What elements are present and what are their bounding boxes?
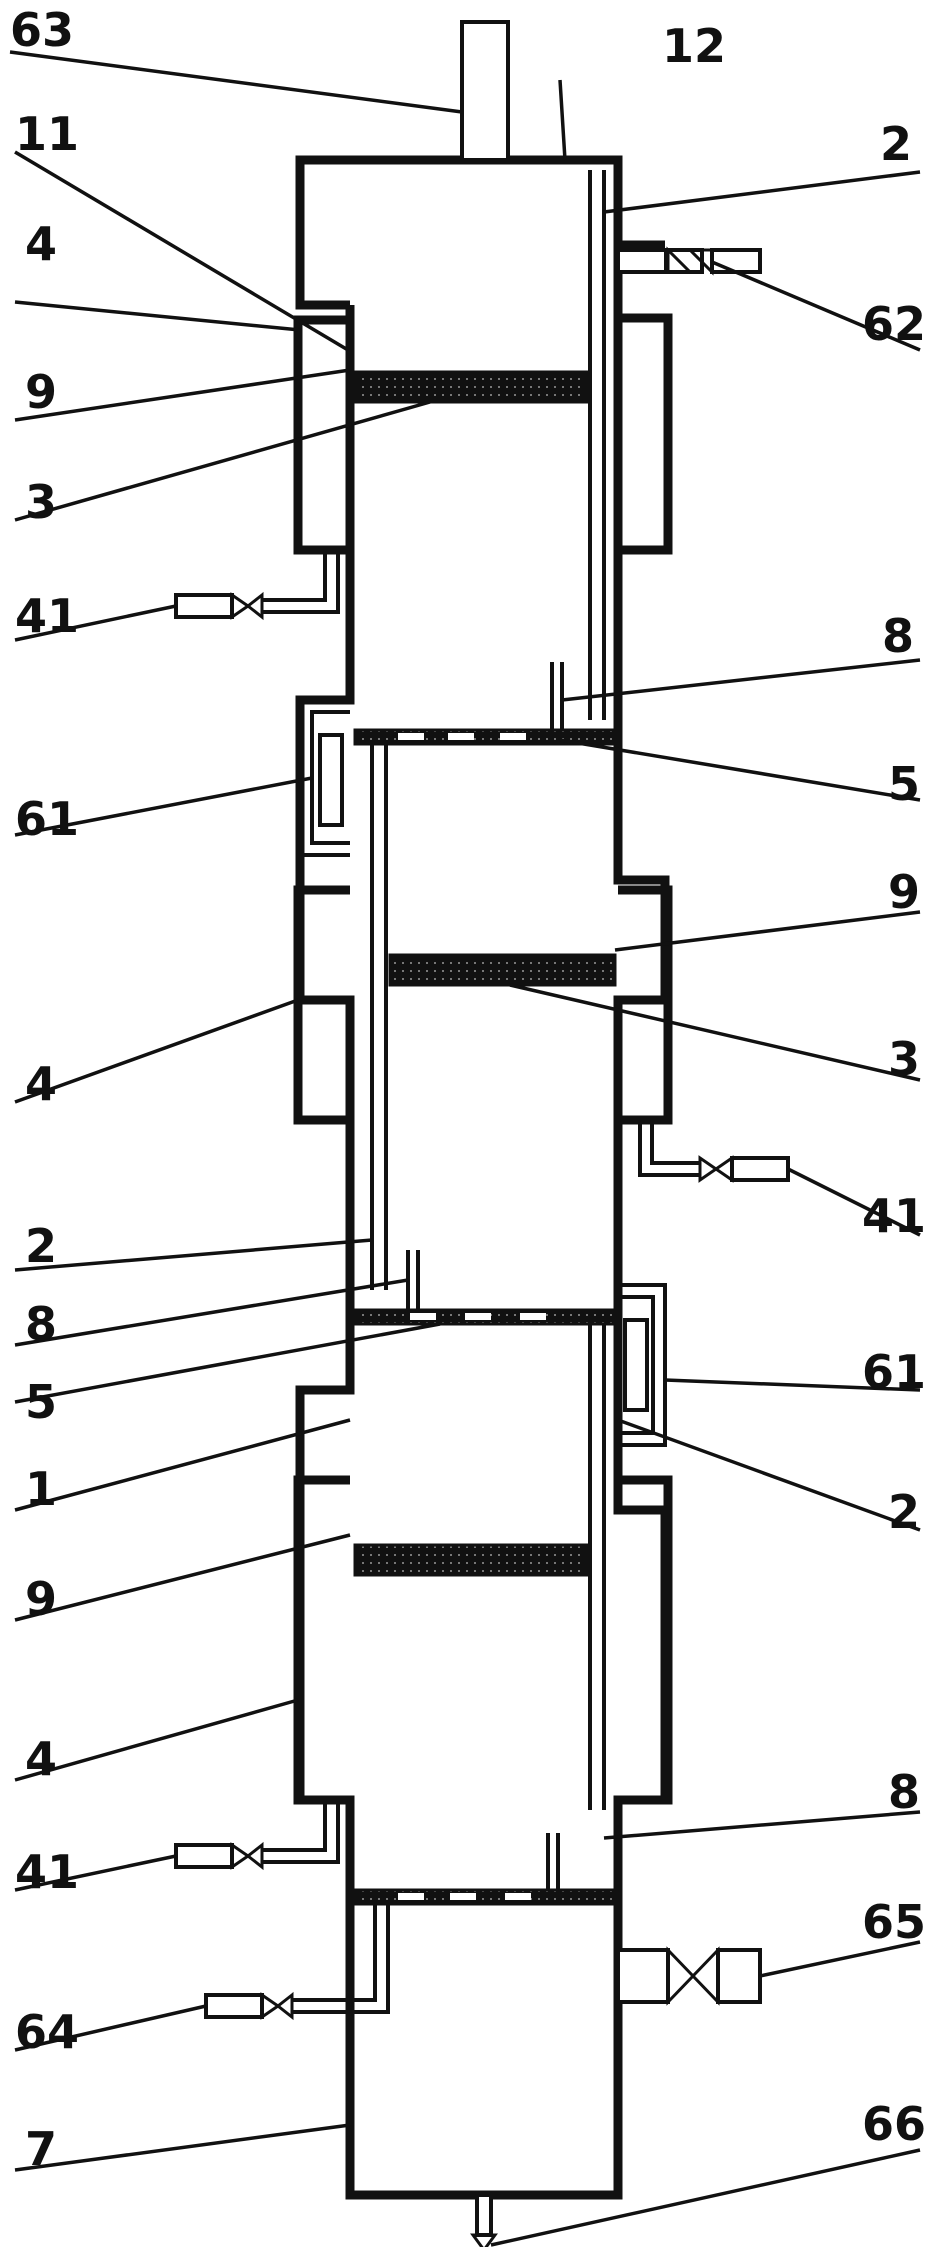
jacket-upper-right xyxy=(618,313,673,555)
tray-lower xyxy=(353,1888,617,1906)
label-3-top: 3 xyxy=(25,475,57,529)
overflow-pipe-upper xyxy=(298,698,350,857)
label-66: 66 xyxy=(862,2097,926,2151)
label-8-lower: 8 xyxy=(888,1765,920,1819)
leader-lines xyxy=(9,50,921,2247)
label-9-middle: 9 xyxy=(888,865,920,919)
label-63: 63 xyxy=(10,3,74,57)
label-7: 7 xyxy=(25,2122,57,2176)
valve-65 xyxy=(616,1946,762,2006)
label-4-lower: 4 xyxy=(25,1732,57,1786)
callout-labels: 63 12 11 2 4 62 9 3 41 8 61 5 9 4 3 41 2… xyxy=(10,3,926,2176)
packing-layer-top xyxy=(353,370,589,404)
weir-upper xyxy=(550,662,564,730)
jacket-middle-right xyxy=(618,885,673,1125)
label-61-lower: 61 xyxy=(862,1345,926,1399)
valve-41-lower xyxy=(174,1800,340,1871)
label-61-top: 61 xyxy=(15,792,79,846)
valve-62 xyxy=(616,246,762,276)
label-12: 12 xyxy=(662,19,726,73)
overflow-pipe-lower xyxy=(618,1283,667,1447)
jacket-lower-left xyxy=(293,1475,350,1805)
label-5-top: 5 xyxy=(888,757,920,811)
label-41-middle: 41 xyxy=(862,1189,926,1243)
jacket-middle-left xyxy=(293,885,350,1125)
label-64: 64 xyxy=(15,2005,79,2059)
label-41-lower: 41 xyxy=(15,1845,79,1899)
valve-64 xyxy=(204,1905,390,2021)
label-65: 65 xyxy=(862,1895,926,1949)
label-5-middle: 5 xyxy=(25,1375,57,1429)
valve-41-middle xyxy=(638,1120,790,1183)
label-3-middle: 3 xyxy=(888,1032,920,1086)
label-4-middle: 4 xyxy=(25,1057,57,1111)
valve-66 xyxy=(470,2193,498,2247)
label-8-middle: 8 xyxy=(25,1297,57,1351)
label-62: 62 xyxy=(862,297,926,351)
downcomer-bottom xyxy=(588,1320,606,1810)
label-2-top: 2 xyxy=(880,117,912,171)
packing-layer-middle xyxy=(388,953,617,987)
label-2-middle: 2 xyxy=(25,1219,57,1273)
label-9-top: 9 xyxy=(25,365,57,419)
downcomer-middle xyxy=(370,738,388,1290)
label-4-top: 4 xyxy=(25,217,57,271)
label-9-lower: 9 xyxy=(25,1572,57,1626)
label-41-top: 41 xyxy=(15,589,79,643)
jacket-lower-right xyxy=(618,1475,673,1805)
weir-middle xyxy=(406,1250,420,1310)
label-11: 11 xyxy=(15,107,79,161)
jacket-upper-left xyxy=(293,315,350,555)
label-1: 1 xyxy=(25,1462,57,1516)
valve-41-upper xyxy=(174,550,340,621)
packing-layer-bottom xyxy=(353,1543,589,1577)
tray-upper xyxy=(353,728,617,746)
label-2-lower: 2 xyxy=(888,1485,920,1539)
tray-middle xyxy=(353,1308,617,1326)
top-outlet-pipe xyxy=(460,20,510,162)
weir-lower xyxy=(546,1833,560,1890)
label-8-top: 8 xyxy=(882,609,914,663)
downcomer-top xyxy=(588,170,606,720)
